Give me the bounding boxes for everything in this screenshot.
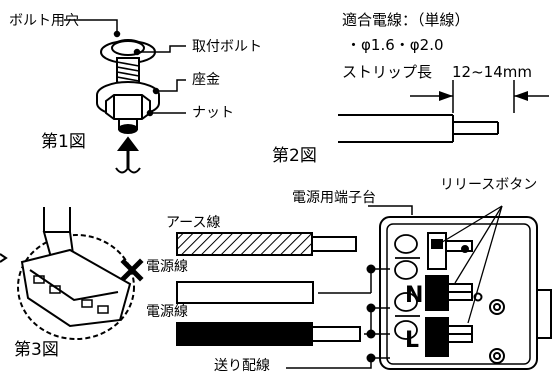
terminal-n-label: N bbox=[405, 283, 424, 308]
power-wire-black bbox=[176, 322, 361, 346]
feed-wire-label: 送り配線 bbox=[214, 358, 270, 374]
power-wire-label-1: 電源線 bbox=[146, 259, 188, 275]
power-wire-label-2: 電源線 bbox=[146, 304, 188, 320]
screwdriver-detail bbox=[0, 207, 135, 340]
strip-length-label: ストリップ長 bbox=[342, 63, 433, 81]
fig1-leaders bbox=[64, 19, 186, 117]
bolt-assembly bbox=[96, 39, 160, 174]
nut-label: ナット bbox=[192, 105, 234, 121]
not-allowed-x-mark bbox=[120, 258, 144, 282]
mount-bolt-label: 取付ボルト bbox=[192, 39, 262, 55]
earth-wire-label: アース線 bbox=[166, 215, 221, 231]
stripped-wire bbox=[338, 80, 549, 143]
figure1-caption: 第1図 bbox=[41, 132, 86, 152]
earth-wire bbox=[176, 232, 357, 256]
figure2-caption: 第2図 bbox=[272, 146, 317, 166]
wire-spec-line1: 適合電線：（単線） bbox=[342, 11, 470, 29]
terminal-block bbox=[368, 205, 552, 370]
figure3-caption: 第3図 bbox=[14, 340, 59, 360]
terminal-l-label: L bbox=[405, 328, 420, 353]
bolt-hole-label: ボルト用穴 bbox=[9, 13, 79, 29]
terminal-block-label: 電源用端子台 bbox=[292, 190, 376, 206]
release-button-label: リリースボタン bbox=[440, 177, 538, 193]
washer-label: 座金 bbox=[192, 72, 220, 88]
power-wire-white bbox=[176, 281, 314, 304]
connection-dots bbox=[366, 264, 376, 363]
strip-length-value: 12~14mm bbox=[452, 63, 532, 81]
wire-spec-line2: ・φ1.6・φ2.0 bbox=[346, 36, 444, 54]
